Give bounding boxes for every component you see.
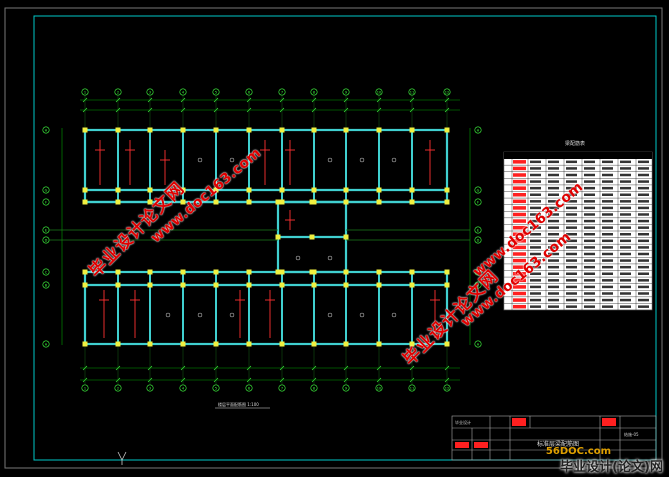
axis-label: 2: [117, 90, 119, 94]
titleblock-num: 结施-05: [624, 431, 639, 437]
axis-label: 7: [281, 386, 283, 390]
rebar-table: 梁配筋表: [503, 140, 653, 311]
axis-label: 2: [117, 386, 119, 390]
axis-label: G: [477, 188, 480, 192]
axis-label: 1: [84, 90, 86, 94]
axis-label: A: [45, 342, 48, 346]
axis-label: B: [477, 283, 480, 287]
axis-label: 9: [345, 90, 347, 94]
axis-label: 3: [149, 90, 151, 94]
dimension-ticks: [82, 97, 450, 383]
axis-label: 12: [445, 90, 449, 94]
axis-label: B: [45, 283, 48, 287]
axis-label: 11: [410, 386, 414, 390]
axis-label: 6: [248, 90, 250, 94]
axis-label: E: [45, 228, 47, 232]
axis-label: 4: [182, 386, 185, 390]
outer-frame: [4, 7, 663, 469]
axis-label: C: [477, 270, 480, 274]
axis-label: 5: [215, 90, 217, 94]
axis-label: A: [477, 342, 480, 346]
axis-label: 8: [313, 386, 315, 390]
dimension-lines: [61, 99, 471, 381]
titleblock-name: 标准层梁配筋图: [537, 440, 579, 448]
axis-label: 7: [281, 90, 283, 94]
axis-label: 10: [377, 90, 381, 94]
axis-label: 1: [84, 386, 86, 390]
axis-label: 5: [215, 386, 217, 390]
axis-label: D: [477, 238, 480, 242]
axis-label: 3: [149, 386, 151, 390]
room-labels: [165, 157, 397, 318]
axis-label: 12: [445, 386, 449, 390]
axis-label: G: [45, 188, 48, 192]
axis-label: 4: [182, 90, 185, 94]
axis-label: 11: [410, 90, 414, 94]
brand-url: 56DOC.com: [545, 446, 611, 457]
ucs-icon: [117, 451, 127, 465]
table-title: 梁配筋表: [565, 140, 585, 147]
rebar-marks: [95, 140, 440, 338]
corridor-lines: [48, 229, 470, 241]
axis-label: F: [45, 200, 47, 204]
titleblock-school: 毕业设计: [455, 419, 471, 425]
axis-label: F: [477, 200, 479, 204]
axis-label: 9: [345, 386, 347, 390]
axis-label: 6: [248, 386, 250, 390]
axis-label: E: [477, 228, 479, 232]
axis-label: 10: [377, 386, 381, 390]
axis-label: D: [45, 238, 48, 242]
brand-name: 毕业设计(论文)网: [560, 460, 663, 475]
plan-title: 楼层平面配筋图 1:100: [218, 401, 259, 407]
axis-label: 8: [313, 90, 315, 94]
title-block: [451, 415, 657, 461]
axis-label: C: [45, 270, 48, 274]
axis-label: H: [45, 128, 48, 132]
inner-frame: [33, 15, 657, 461]
axis-label: H: [477, 128, 480, 132]
columns: [82, 127, 450, 347]
